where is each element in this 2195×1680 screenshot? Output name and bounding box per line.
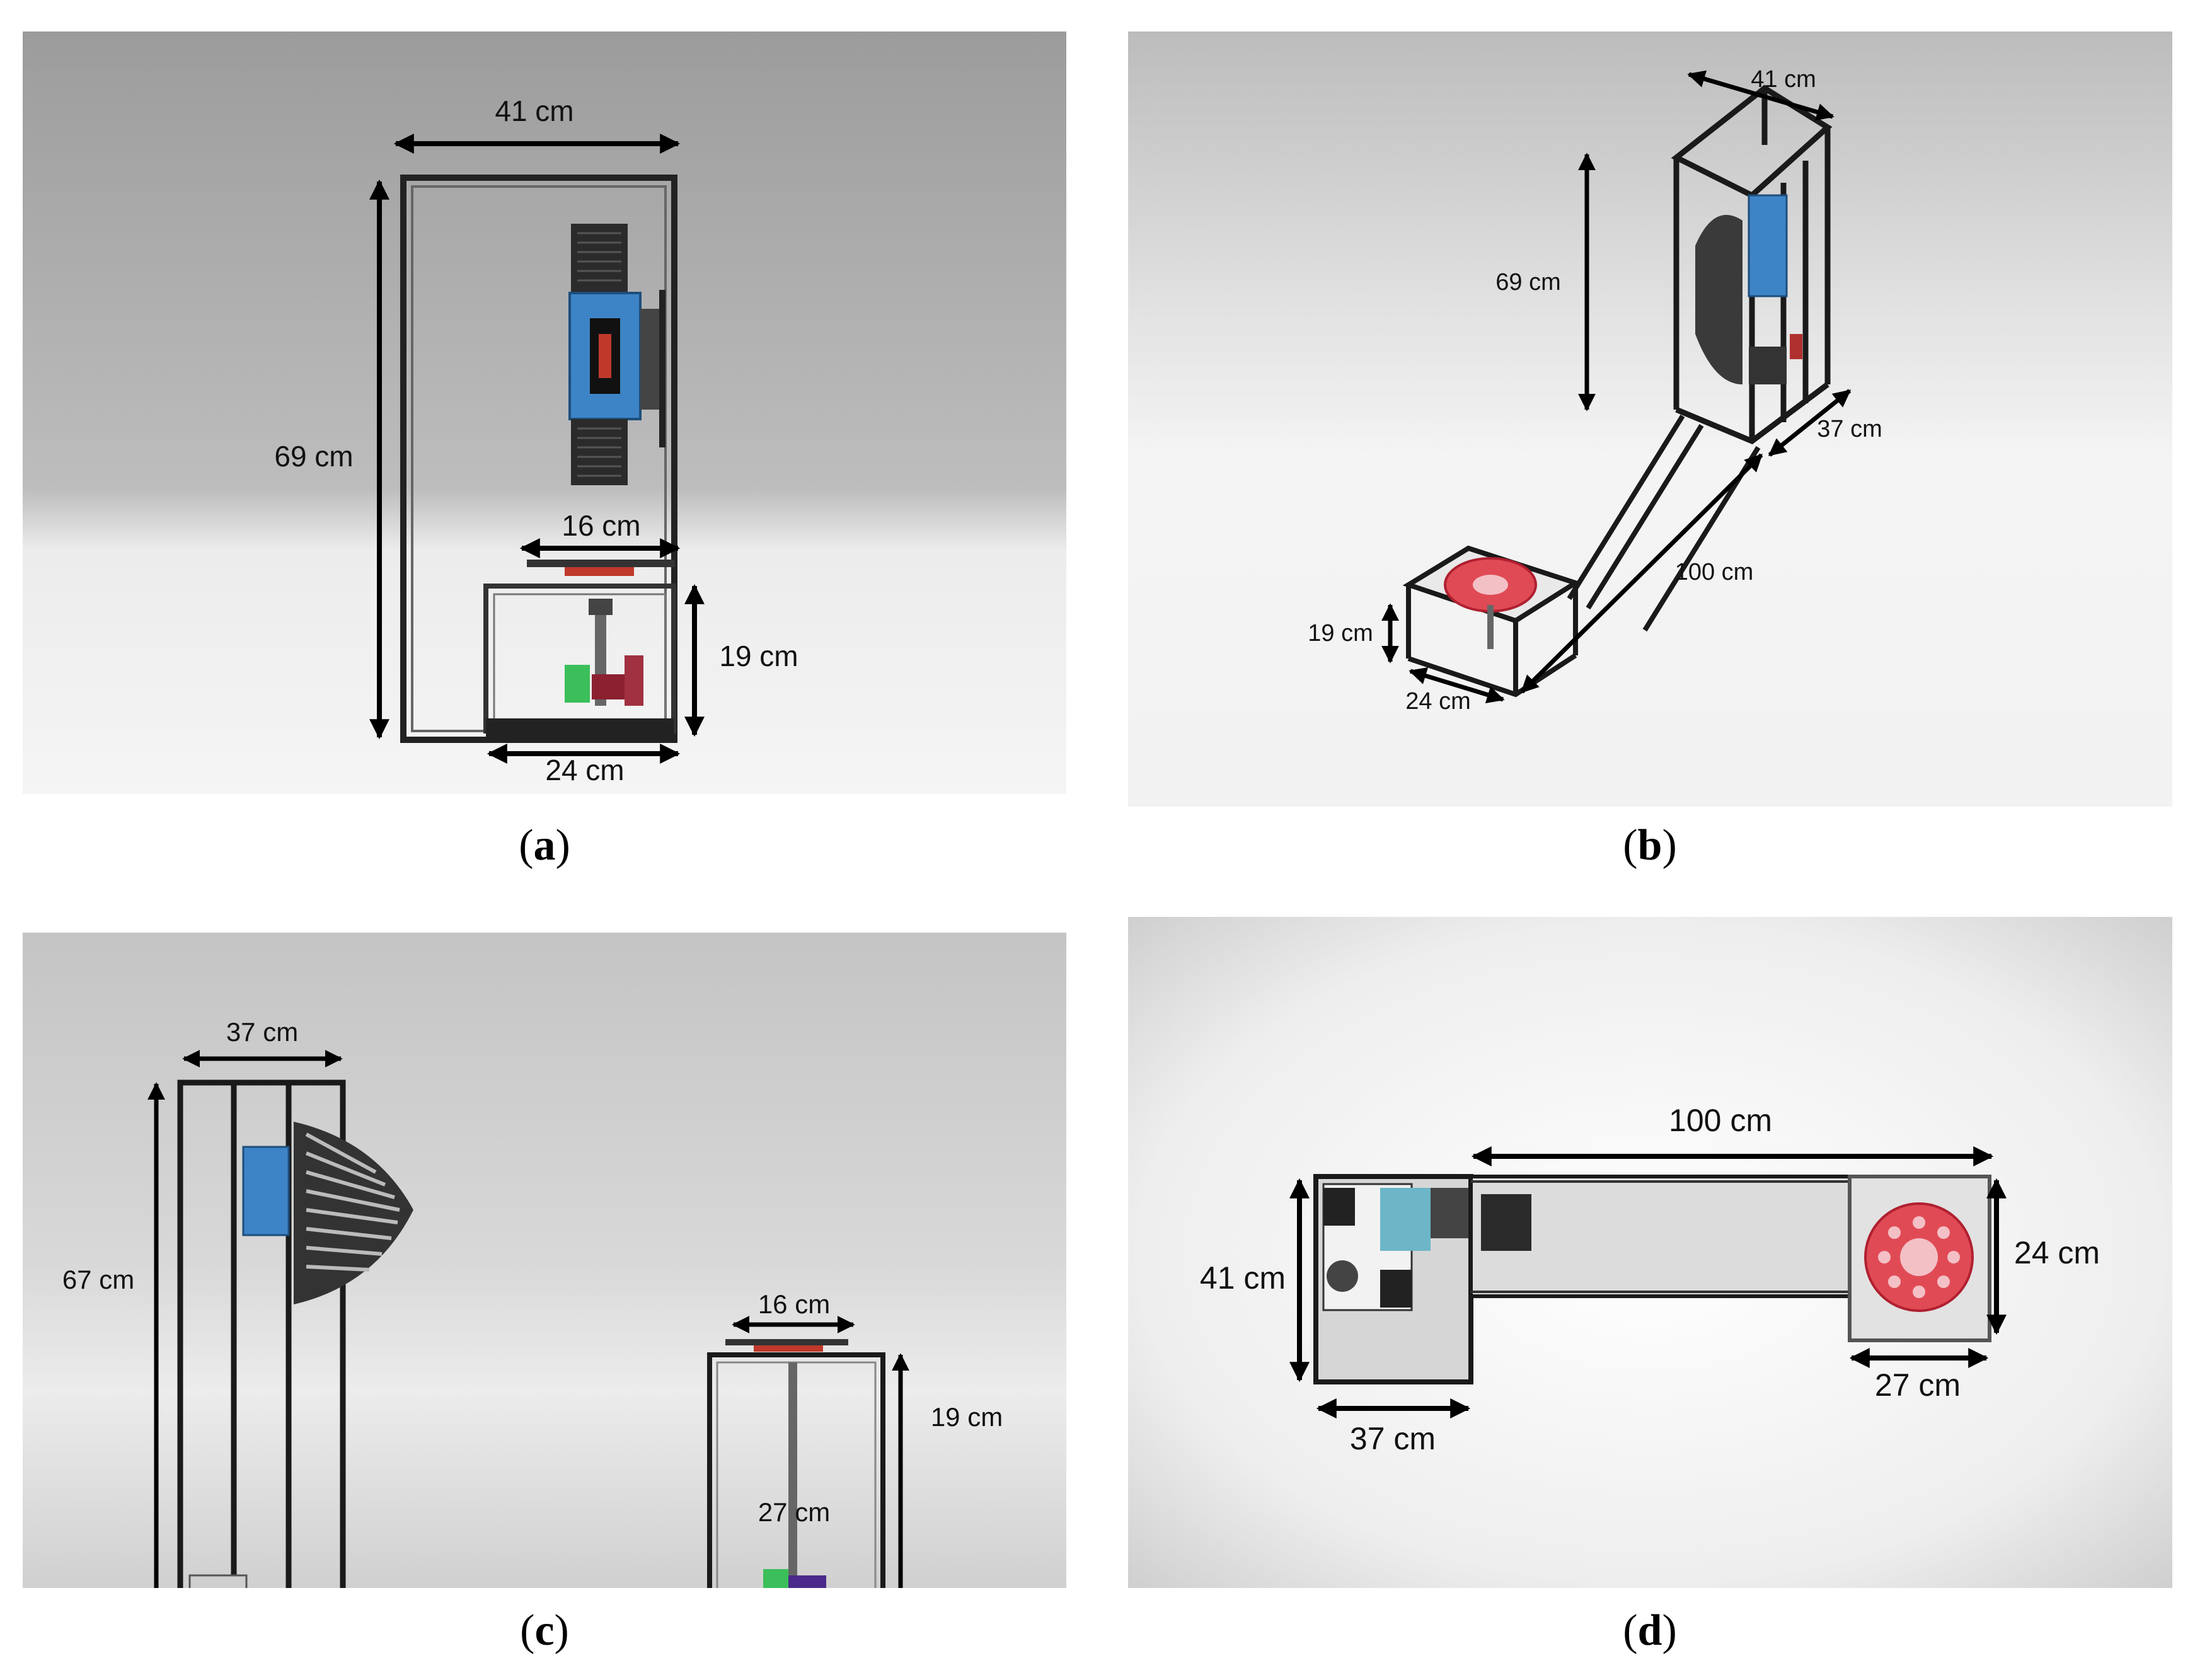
label-frame-depth: 37 cm [1350, 1421, 1436, 1456]
label-table-height: 19 cm [719, 640, 798, 672]
turntable-stand [483, 560, 676, 737]
dimension-lines [147, 1050, 909, 1588]
label-table-base: 27 cm [758, 1497, 830, 1527]
caption-b: (b) [1623, 821, 1677, 870]
turntable-stand [1848, 1175, 1991, 1342]
label-table-base: 24 cm [545, 754, 624, 786]
label-table-width: 24 cm [2014, 1235, 2100, 1270]
camera-device [568, 224, 665, 485]
turntable-stand [707, 1339, 885, 1588]
dimension-lines [1381, 70, 1852, 704]
label-table-height: 19 cm [931, 1402, 1003, 1432]
label-width-top: 41 cm [495, 95, 573, 127]
label-table-height: 19 cm [1308, 620, 1373, 647]
label-width-top: 41 cm [1751, 66, 1816, 93]
base-box [188, 1574, 248, 1588]
main-frame [1313, 1174, 1473, 1384]
label-table-depth: 27 cm [1875, 1367, 1961, 1403]
label-rail-length: 100 cm [1675, 559, 1754, 585]
camera-device [1695, 194, 1802, 384]
label-depth: 37 cm [1817, 416, 1882, 442]
panel-a: 41 cm 69 cm 16 cm 19 cm 24 cm [23, 32, 1066, 794]
label-frame-width: 37 cm [226, 1017, 298, 1047]
panel-c: 37 cm 67 cm 16 cm 19 cm 27 cm [23, 933, 1066, 1588]
label-frame-height: 67 cm [62, 1265, 134, 1294]
label-table-top: 16 cm [562, 509, 640, 542]
label-table-width: 24 cm [1405, 688, 1470, 715]
label-rail-length: 100 cm [1669, 1103, 1772, 1138]
label-height-frame: 69 cm [1495, 269, 1560, 296]
camera-device [242, 1122, 413, 1304]
dimension-lines [369, 134, 705, 764]
label-height-frame: 69 cm [274, 440, 353, 473]
caption-c: (c) [520, 1606, 569, 1655]
caption-a: (a) [519, 821, 570, 870]
panel-b: 41 cm 69 cm 37 cm 100 cm 19 cm 24 cm [1128, 32, 2172, 807]
label-frame-width: 41 cm [1200, 1260, 1286, 1296]
dimension-lines [1289, 1146, 2007, 1418]
panel-d: 100 cm 41 cm 37 cm 24 cm 27 cm [1128, 917, 2172, 1588]
caption-d: (d) [1623, 1606, 1677, 1655]
label-table-top: 16 cm [758, 1289, 830, 1319]
